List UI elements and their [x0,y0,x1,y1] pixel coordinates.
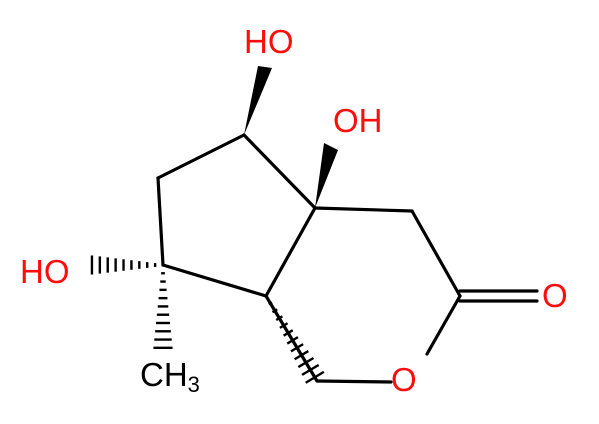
bond-c3-o-ring [425,294,462,356]
wedge-bond-c5-oh [315,143,338,208]
hash-stroke [282,329,294,337]
bond-c7-c8 [156,176,165,267]
bond-o-ring-c1 [315,379,393,384]
hash-bond-c8-oh [90,255,157,275]
methyl-label: CH3 [140,356,200,397]
bond-c5-c6 [242,133,317,210]
hash-stroke [294,350,309,361]
bond-c9-c5 [264,206,317,298]
hash-stroke [286,336,299,345]
hash-stroke [301,363,320,376]
bond-c5-c4 [313,206,414,213]
wedge-bond-c6-oh [244,66,272,135]
ring-oxygen-label: O [391,361,417,398]
hash-bond-c9-c1 [268,301,325,384]
hash-stroke [305,370,325,384]
oh-junction-label: OH [333,102,383,139]
bond-c4-c3 [410,209,462,298]
oh-top-label: HO [244,23,294,60]
methyl-ch: CH [140,356,188,393]
bond-c6-c7 [156,133,246,180]
hash-bond-c8-ch3 [153,272,173,350]
bond-c8-c9 [161,263,268,298]
hash-stroke [268,301,273,306]
oh-left-label: HO [20,253,70,290]
hash-stroke [290,343,304,353]
bond-c1-c9 [264,294,319,383]
hash-stroke [271,308,278,314]
methyl-subscript: 3 [188,372,200,397]
carbonyl-oxygen-label: O [542,277,568,314]
hash-stroke [279,322,289,329]
hash-stroke [275,315,284,322]
hash-stroke [297,356,315,369]
